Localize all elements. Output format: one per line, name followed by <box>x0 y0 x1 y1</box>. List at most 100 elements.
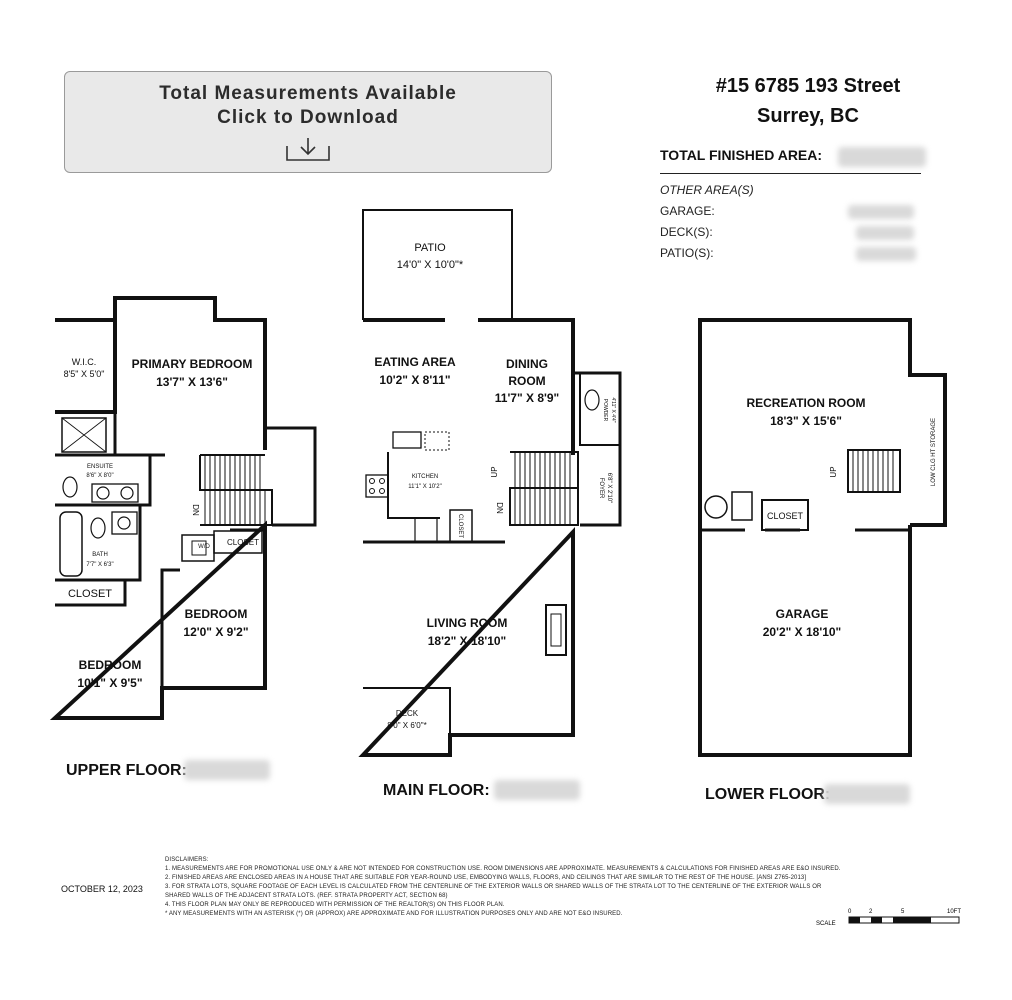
upper-shower <box>61 417 107 453</box>
lower-floor-plan <box>698 318 947 757</box>
main-fireplace <box>545 604 567 656</box>
garage-dim: 20'2" X 18'10" <box>763 625 841 639</box>
address-line-2: Surrey, BC <box>757 105 859 127</box>
bedroom-3-label: BEDROOM <box>79 658 142 672</box>
upper-ensuite-vanity <box>91 483 139 503</box>
kitchen-dim: 11'1" X 10'2" <box>408 484 441 490</box>
recreation-room-dim: 18'3" X 15'6" <box>770 414 842 428</box>
deck-area-label: DECK(S): <box>660 225 713 239</box>
property-address: #15 6785 193 Street Surrey, BC <box>660 71 956 131</box>
redacted-garage-area <box>848 205 914 219</box>
deck-label: DECK <box>396 709 419 718</box>
lower-mechanical <box>731 491 753 521</box>
main-dn-label: DN <box>495 502 504 514</box>
scale-0: 0 <box>848 909 852 915</box>
disclaimer-1: 1. MEASUREMENTS ARE FOR PROMOTIONAL USE … <box>165 866 841 872</box>
eating-area-dim: 10'2" X 8'11" <box>379 373 450 387</box>
main-sink <box>392 431 422 449</box>
upper-closet-wall <box>55 578 127 607</box>
main-stove <box>365 474 389 498</box>
kitchen-label: KITCHEN <box>412 474 438 480</box>
bedroom-2-dim: 12'0" X 9'2" <box>183 625 248 639</box>
patio-label: PATIO <box>414 242 446 254</box>
low-storage-label: LOW CLG HT STORAGE <box>931 418 937 486</box>
main-deck-wall <box>363 687 451 735</box>
scale-bar: 0 2 5 10FT SCALE <box>816 909 961 927</box>
download-icon <box>286 138 330 161</box>
scale-5: 5 <box>901 909 905 915</box>
ensuite-label: ENSUITE <box>87 464 113 470</box>
foyer-dim: 6'8" X 2'10" <box>606 473 612 504</box>
main-closet <box>449 509 473 543</box>
upper-primary-wall <box>113 412 165 457</box>
disclaimers: DISCLAIMERS: 1. MEASUREMENTS ARE FOR PRO… <box>165 856 945 919</box>
dining-room-label-2: ROOM <box>508 374 545 388</box>
bedroom-3-dim: 10'1" X 9'5" <box>77 676 142 690</box>
patio-dim: 14'0" X 10'0"* <box>397 259 464 271</box>
main-closet-label: CLOSET <box>457 514 463 538</box>
area-divider <box>660 173 921 174</box>
scale-label: SCALE <box>816 921 836 927</box>
lower-stair-wall <box>847 449 901 493</box>
dining-room-label-1: DINING <box>506 357 548 371</box>
lower-stair-treads <box>852 450 894 492</box>
bath-dim: 7'7" X 6'3" <box>86 562 113 568</box>
main-patio-outline <box>362 209 513 320</box>
disclaimer-3b: SHARED WALLS OF THE ADJACENT STRATA LOTS… <box>165 893 448 899</box>
primary-bedroom-label: PRIMARY BEDROOM <box>132 357 253 371</box>
upper-floor-plan <box>49 296 317 720</box>
upper-stair-wall <box>199 454 273 526</box>
redacted-upper-area <box>184 760 270 780</box>
address-line-1: #15 6785 193 Street <box>715 75 901 97</box>
lower-closet <box>761 499 809 531</box>
download-line-1: Total Measurements Available <box>159 83 457 104</box>
lower-up-label: UP <box>829 466 838 477</box>
disclaimer-4: 4. THIS FLOOR PLAN MAY ONLY BE REPRODUCE… <box>165 902 505 908</box>
main-stair-wall <box>509 451 579 526</box>
powder-label: POWDER <box>602 399 608 422</box>
upper-bath-wall <box>55 503 142 582</box>
main-stair-treads <box>514 452 571 525</box>
dining-room-dim: 11'7" X 8'9" <box>495 391 559 405</box>
download-button[interactable]: Total Measurements Available Click to Do… <box>64 71 552 173</box>
garage-label: GARAGE <box>776 607 829 621</box>
upper-balcony-wall <box>265 426 317 527</box>
main-floor-label: MAIN FLOOR: <box>383 782 490 799</box>
ensuite-dim: 8'6" X 8'0" <box>86 473 113 479</box>
bedroom-2-label: BEDROOM <box>185 607 248 621</box>
total-finished-area-label: TOTAL FINISHED AREA: <box>660 147 823 163</box>
main-foyer-wall <box>573 371 622 527</box>
wd-label: W/D <box>198 544 210 550</box>
upper-bath-vanity <box>111 511 138 535</box>
redacted-deck-area <box>856 226 914 240</box>
redacted-main-area <box>494 780 580 800</box>
upper-bedroom2-wall <box>160 528 265 688</box>
lower-floor-outer-wall <box>698 318 947 757</box>
patio-area-label: PATIO(S): <box>660 246 714 260</box>
eating-area-label: EATING AREA <box>374 355 456 369</box>
redacted-lower-area <box>824 784 910 804</box>
powder-dim: 4'11" X 4'4" <box>610 397 616 422</box>
living-room-dim: 18'2" X 18'10" <box>428 634 506 648</box>
primary-bedroom-dim: 13'7" X 13'6" <box>156 375 228 389</box>
redacted-patio-area <box>856 247 916 261</box>
foyer-label: FOYER <box>598 478 604 499</box>
recreation-room-label: RECREATION ROOM <box>746 396 865 410</box>
other-area-label: OTHER AREA(S) <box>660 183 754 197</box>
disclaimer-3a: 3. FOR STRATA LOTS, SQUARE FOOTAGE OF EA… <box>165 884 822 890</box>
redacted-total-area <box>838 147 926 167</box>
download-line-2: Click to Download <box>217 107 399 128</box>
upper-ensuite-toilet <box>62 476 78 498</box>
bath-label: BATH <box>92 552 108 558</box>
main-powder-wall <box>579 373 620 446</box>
disclaimers-title: DISCLAIMERS: <box>165 857 209 863</box>
garage-area-label: GARAGE: <box>660 204 715 218</box>
main-floor-plan <box>358 209 622 757</box>
disclaimer-2: 2. FINISHED AREAS ARE ENCLOSED AREAS IN … <box>165 875 807 881</box>
wic-dim: 8'5" X 5'0" <box>64 369 105 379</box>
main-up-label: UP <box>490 466 499 477</box>
scale-10: 10FT <box>947 909 961 915</box>
lower-floor-label: LOWER FLOOR: <box>705 786 831 803</box>
upper-dn-label: DN <box>191 504 200 516</box>
